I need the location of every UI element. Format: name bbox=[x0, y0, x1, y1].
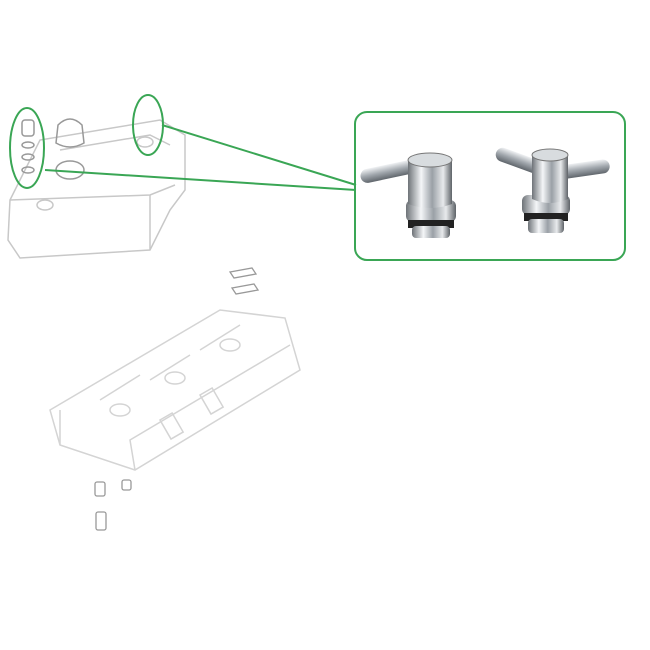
rocker-cover-drawing bbox=[7, 118, 186, 259]
t-handle-knob-photo bbox=[495, 147, 610, 233]
highlight-ellipse-left bbox=[9, 107, 45, 189]
fittings-drawing bbox=[94, 479, 132, 531]
highlight-callouts bbox=[9, 94, 626, 261]
cylinder-head-drawing bbox=[49, 309, 301, 471]
photo-frame bbox=[354, 111, 626, 261]
t-handle-knob-photo bbox=[360, 152, 456, 238]
gasket-drawing bbox=[228, 267, 260, 295]
